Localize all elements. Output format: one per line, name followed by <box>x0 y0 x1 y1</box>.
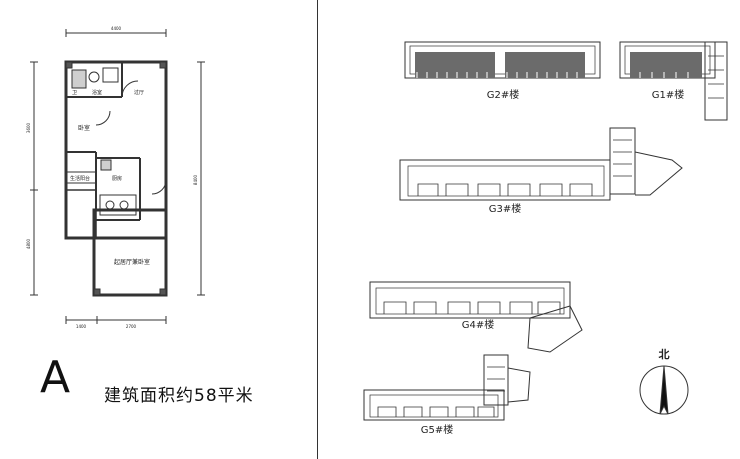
building-g3 <box>399 127 683 201</box>
building-g5 <box>363 354 531 421</box>
dim-left-upper: 3600 <box>26 122 31 133</box>
label-g4: G4#楼 <box>462 318 495 331</box>
building-g1 <box>619 41 728 121</box>
dim-left-lower: 4800 <box>26 238 31 249</box>
label-g1: G1#楼 <box>652 88 685 101</box>
room-living: 起居厅兼卧室 <box>114 258 150 266</box>
room-laundry: 生活阳台 <box>70 175 90 182</box>
dim-bottom-left: 1400 <box>76 324 87 329</box>
room-kitchen: 厨房 <box>112 175 122 182</box>
label-g3: G3#楼 <box>489 202 522 215</box>
unit-letter: A <box>40 352 71 403</box>
north-label: 北 <box>659 347 670 361</box>
room-bath-wc: 卫 <box>72 90 77 96</box>
dim-bottom-right: 2700 <box>126 324 137 329</box>
area-caption: 建筑面积约58平米 <box>104 386 254 406</box>
building-g2 <box>404 41 601 79</box>
room-bath-wash: 浴室 <box>92 89 102 96</box>
room-bedroom: 卧室 <box>78 124 90 132</box>
room-foyer: 过厅 <box>134 89 144 96</box>
label-g5: G5#楼 <box>421 423 454 436</box>
north-arrow-icon <box>639 365 689 415</box>
dim-right: 8400 <box>193 174 198 185</box>
panel-divider <box>317 0 318 459</box>
dim-top: 4400 <box>111 26 122 31</box>
building-g4 <box>369 281 583 353</box>
label-g2: G2#楼 <box>487 88 520 101</box>
floor-plan <box>30 29 205 324</box>
